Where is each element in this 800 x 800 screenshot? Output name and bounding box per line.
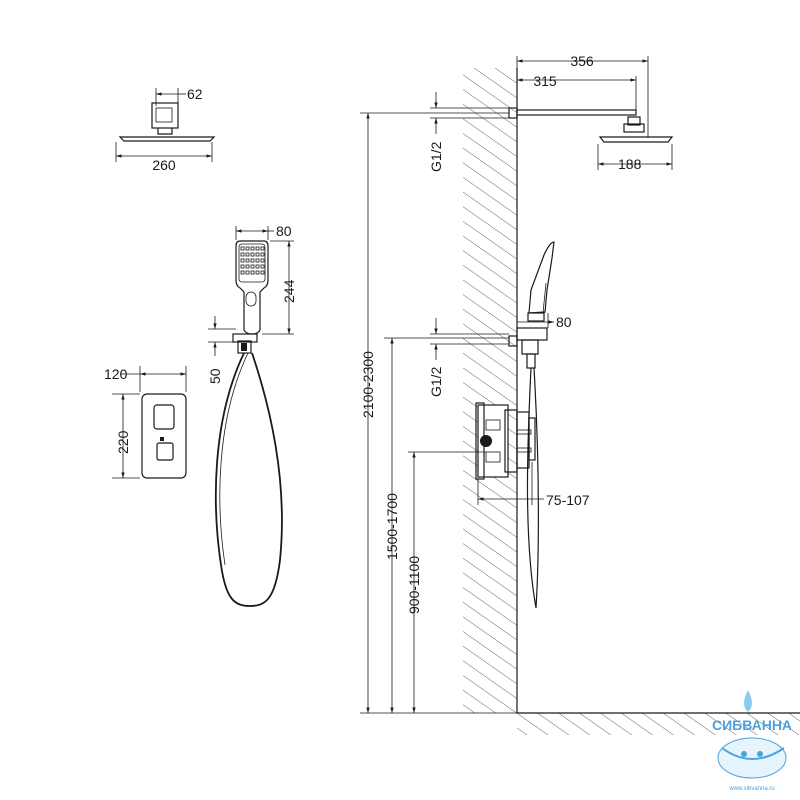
dim-head-side-width: 188 (618, 156, 642, 172)
floor-hatch (517, 713, 800, 735)
brand-name: СИБВАННА (712, 717, 792, 733)
head-mount-inner (155, 107, 173, 123)
height-dimensions: 2100-2300 1500-1700 900-1100 (360, 112, 517, 714)
water-drop-icon (744, 690, 752, 712)
handset-view: 80 (207, 223, 297, 607)
head-side (598, 136, 674, 143)
head-top-view: 62 260 (115, 86, 216, 173)
handset-nozzles (240, 246, 265, 275)
wall-hatch (463, 68, 517, 713)
dim-panel-height: 220 (115, 430, 131, 454)
dim-height-mixer: 900-1100 (406, 556, 422, 614)
holder-bracket (237, 340, 252, 354)
brand-logo: СИБВАННА www.sibvanna.ru (712, 690, 792, 792)
head-plate (118, 136, 216, 142)
control-plate (141, 393, 187, 479)
control-panel-view: 120 220 (104, 366, 187, 479)
dim-arm-length: 315 (533, 73, 557, 89)
dim-handset-width: 80 (276, 223, 292, 239)
outlet-flange (508, 335, 518, 347)
dim-holder-width: 80 (556, 314, 572, 330)
hose (214, 352, 283, 607)
dim-arm-total: 356 (570, 53, 594, 69)
dim-panel-width: 120 (104, 366, 128, 382)
dim-handset-length: 244 (281, 279, 297, 303)
dim-head-top-width: 62 (187, 86, 203, 102)
control-button-top (153, 404, 175, 430)
arm-side-view: 356 315 188 G1/2 (428, 53, 674, 172)
handset-face (238, 243, 266, 283)
mixer-cartridge (480, 435, 492, 447)
dim-thread-top: G1/2 (428, 141, 444, 172)
dim-holder-offset: 50 (207, 368, 223, 384)
dim-head-front-width: 260 (152, 157, 176, 173)
handset-side-body (528, 241, 555, 314)
head-joint (623, 123, 645, 133)
dim-height-outlet: 1500-1700 (384, 493, 400, 560)
shower-arm (516, 109, 637, 116)
brand-url: www.sibvanna.ru (728, 786, 774, 792)
outlet-elbow (521, 339, 539, 355)
wall-section (463, 68, 800, 735)
dim-wall-depth: 75-107 (546, 492, 590, 508)
hose-side (526, 367, 539, 609)
head-mount-outer (151, 102, 179, 129)
mixer-box-side: 75-107 (475, 402, 590, 508)
handset-side-view: 80 G1/2 (428, 241, 572, 609)
control-button-bottom (156, 442, 174, 461)
dim-height-shower: 2100-2300 (360, 351, 376, 418)
dim-thread-bottom: G1/2 (428, 366, 444, 397)
holder-side (516, 327, 548, 341)
holder-top (232, 333, 258, 343)
handset-button (245, 291, 257, 307)
